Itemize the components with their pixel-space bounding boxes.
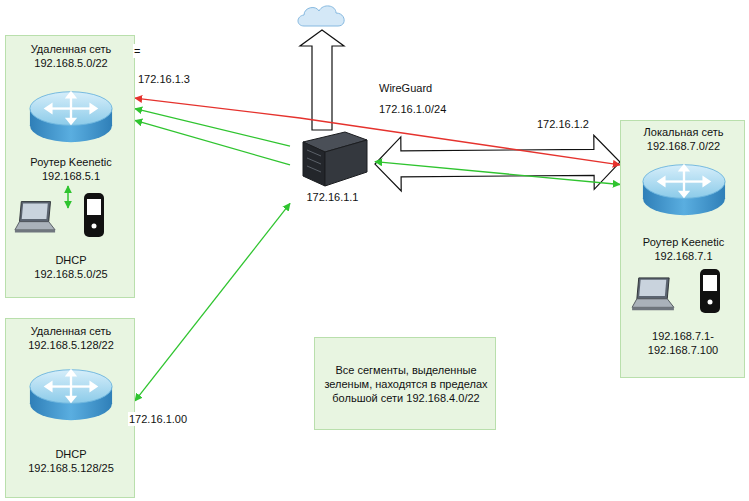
tunnel-arrow (375, 135, 620, 191)
address-label: 172.16.1.3 (137, 72, 191, 86)
address-label: WireGuard (378, 81, 433, 95)
network-title: Удаленная сеть 192.168.5.128/22 (11, 324, 131, 352)
address-label: 172.16.1.00 (128, 412, 188, 426)
network-panel: Удаленная сеть 192.168.5.128/22DHCP 192.… (5, 318, 135, 498)
router-icon (28, 366, 114, 422)
laptop-icon (14, 199, 56, 237)
node-text: 172.16.1.1 (290, 190, 375, 204)
node-text: Роутер Keenetic 192.168.7.1 (626, 235, 741, 263)
phone-icon (699, 266, 721, 316)
wireguard-server: 172.16.1.1 (290, 128, 375, 210)
node-text: 192.168.7.1- 192.168.7.100 (638, 329, 728, 357)
network-panel: Локальная сеть 192.168.7.0/22Роутер Keen… (620, 120, 745, 378)
node-text: DHCP 192.168.5.128/25 (21, 447, 121, 475)
link-arrow (62, 184, 74, 224)
vpn-link (135, 120, 290, 164)
address-label: 172.16.1.0/24 (378, 102, 447, 116)
internet-arrow (300, 30, 344, 130)
node-text: DHCP 192.168.5.0/25 (26, 253, 116, 281)
network-panel: Удаленная сеть 192.168.5.0/22Роутер Keen… (5, 35, 135, 298)
network-title: Удаленная сеть 192.168.5.0/22 (11, 42, 131, 70)
server-icon (295, 128, 370, 188)
note-box: Все сегменты, выделенные зеленым, находя… (314, 337, 496, 430)
vpn-link (375, 162, 620, 185)
cloud-icon (298, 6, 344, 26)
node-text: Роутер Keenetic 192.168.5.1 (11, 155, 131, 183)
router-icon (641, 161, 727, 217)
phone-icon (83, 192, 105, 238)
address-label: = (133, 44, 141, 58)
traffic-route (135, 98, 620, 165)
laptop-icon (631, 276, 675, 314)
router-icon (28, 88, 114, 144)
network-title: Локальная сеть 192.168.7.0/22 (626, 125, 741, 153)
node-text: Все сегменты, выделенные зеленым, находя… (319, 363, 493, 405)
vpn-link (135, 203, 290, 400)
address-label: 172.16.1.2 (536, 117, 590, 131)
